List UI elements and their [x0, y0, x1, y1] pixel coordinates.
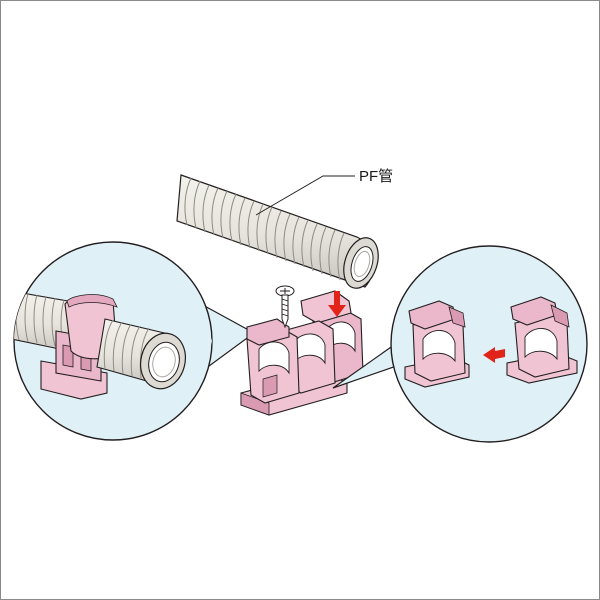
center-clip-assembly [240, 290, 364, 416]
right-detail-clip-left [404, 300, 470, 388]
front-clip-lid [246, 318, 290, 346]
mounting-screw [275, 285, 295, 329]
right-detail-circle [390, 245, 588, 443]
main-pipe-corrugations [184, 177, 345, 281]
screw-shaft [281, 294, 289, 329]
down-arrow-icon [328, 291, 346, 317]
left-arrow-icon [483, 347, 505, 363]
pipe-label-leader [255, 175, 355, 216]
right-detail-clip-right [506, 296, 578, 384]
main-pf-pipe [176, 174, 379, 289]
left-detail-callout [13, 241, 256, 441]
pipe-label: PF管 [359, 168, 394, 185]
right-detail-callout [332, 245, 588, 443]
